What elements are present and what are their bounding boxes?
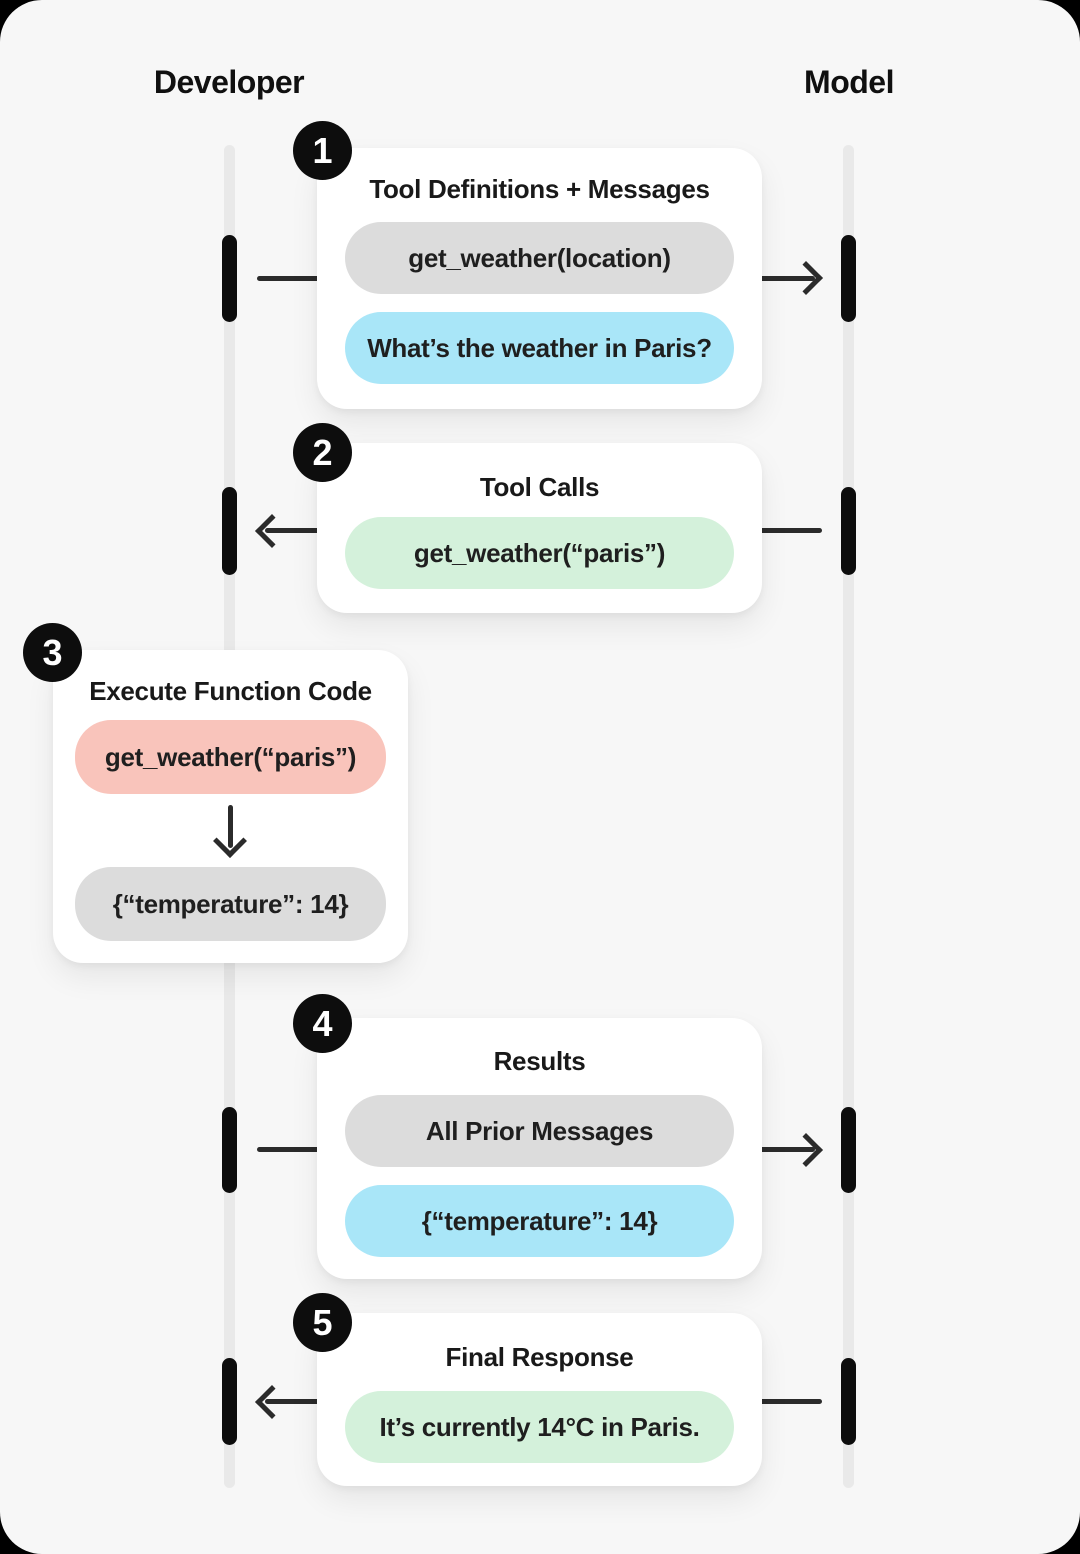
developer-activation-bar (222, 1358, 237, 1445)
step-number-badge: 1 (293, 121, 352, 180)
step-number-badge: 5 (293, 1293, 352, 1352)
model-activation-bar (841, 487, 856, 575)
step-card-execute-function: Execute Function Code get_weather(“paris… (53, 650, 408, 963)
model-activation-bar (841, 1358, 856, 1445)
message-pill: It’s currently 14°C in Paris. (345, 1391, 734, 1463)
step-card-final-response: Final Response It’s currently 14°C in Pa… (317, 1313, 762, 1486)
developer-activation-bar (222, 1107, 237, 1193)
message-pill: get_weather(location) (345, 222, 734, 294)
developer-activation-bar (222, 235, 237, 322)
message-pill: {“temperature”: 14} (75, 867, 386, 941)
model-activation-bar (841, 1107, 856, 1193)
message-pill: What’s the weather in Paris? (345, 312, 734, 384)
step-title: Final Response (445, 1342, 634, 1372)
step-number-badge: 4 (293, 994, 352, 1053)
step-card-tool-calls: Tool Calls get_weather(“paris”) (317, 443, 762, 613)
developer-lane-label: Developer (153, 64, 305, 100)
arrowhead-down-icon (213, 824, 247, 858)
message-pill: {“temperature”: 14} (345, 1185, 734, 1257)
step-number-badge: 3 (23, 623, 82, 682)
message-pill: get_weather(“paris”) (345, 517, 734, 589)
model-lifeline (843, 145, 854, 1488)
model-lane-label: Model (804, 64, 894, 100)
step-title: Results (493, 1046, 586, 1076)
arrowhead-right-icon (789, 1133, 823, 1167)
developer-activation-bar (222, 487, 237, 575)
down-arrow-line (228, 805, 233, 848)
step-number-badge: 2 (293, 423, 352, 482)
arrowhead-left-icon (255, 1385, 289, 1419)
step-card-results: Results All Prior Messages {“temperature… (317, 1018, 762, 1279)
step-title: Tool Definitions + Messages (369, 174, 710, 204)
arrowhead-right-icon (789, 261, 823, 295)
step-title: Execute Function Code (89, 676, 372, 706)
step-title: Tool Calls (479, 472, 600, 502)
message-pill: All Prior Messages (345, 1095, 734, 1167)
message-pill: get_weather(“paris”) (75, 720, 386, 794)
model-activation-bar (841, 235, 856, 322)
step-card-tool-definitions: Tool Definitions + Messages get_weather(… (317, 148, 762, 409)
arrowhead-left-icon (255, 514, 289, 548)
